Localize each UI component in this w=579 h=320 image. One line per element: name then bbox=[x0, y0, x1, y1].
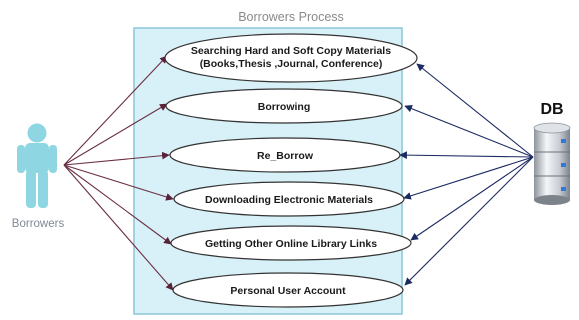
db-arrow-1 bbox=[416, 63, 534, 158]
use-case-ellipse bbox=[170, 225, 412, 261]
system-title: Borrowers Process bbox=[238, 10, 344, 24]
db-arrow-6 bbox=[404, 156, 534, 286]
person-icon bbox=[17, 123, 57, 208]
use-case-label: Getting Other Online Library Links bbox=[205, 238, 377, 250]
use-case-ellipse bbox=[172, 272, 404, 308]
use-case-ellipse bbox=[173, 181, 405, 217]
actor-arrow-4 bbox=[63, 164, 174, 201]
database-server-icon bbox=[533, 122, 571, 205]
use-case-ellipse bbox=[164, 33, 418, 83]
use-case-label: Re_Borrow bbox=[257, 150, 314, 162]
use-case-borrowing: Borrowing bbox=[165, 88, 403, 124]
use-case-ellipse bbox=[169, 137, 401, 173]
use-case-sublabel: (Books,Thesis ,Journal, Conference) bbox=[200, 58, 383, 70]
use-case-search: Searching Hard and Soft Copy Materials (… bbox=[164, 33, 418, 83]
use-case-online-links: Getting Other Online Library Links bbox=[170, 225, 412, 261]
db-arrow-5 bbox=[410, 156, 534, 241]
db-arrow-3 bbox=[399, 151, 534, 159]
db-associations bbox=[399, 63, 534, 286]
use-case-ellipse bbox=[165, 88, 403, 124]
db-label: DB bbox=[540, 101, 563, 118]
use-case-personal-account: Personal User Account bbox=[172, 272, 404, 308]
db-arrow-4 bbox=[403, 156, 534, 200]
use-case-label: Personal User Account bbox=[230, 285, 346, 297]
actor-arrow-1 bbox=[63, 55, 168, 166]
use-case-label: Borrowing bbox=[258, 101, 311, 113]
actor-label: Borrowers bbox=[12, 218, 65, 230]
use-case-label: Searching Hard and Soft Copy Materials bbox=[191, 45, 391, 57]
actor-arrow-2 bbox=[63, 103, 168, 166]
actor-associations bbox=[63, 55, 174, 291]
use-case-downloading: Downloading Electronic Materials bbox=[173, 181, 405, 217]
db-arrow-2 bbox=[404, 104, 534, 158]
actor-arrow-3 bbox=[63, 151, 170, 166]
actor-arrow-5 bbox=[63, 164, 172, 245]
use-case-reborrow: Re_Borrow bbox=[169, 137, 401, 173]
actor-arrow-6 bbox=[63, 164, 174, 291]
use-case-label: Downloading Electronic Materials bbox=[205, 194, 373, 206]
